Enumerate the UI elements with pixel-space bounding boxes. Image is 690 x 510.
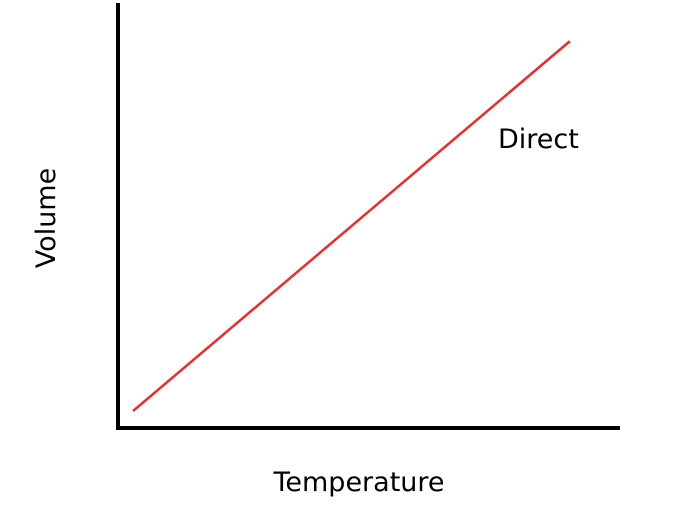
series-line-0 bbox=[132, 40, 571, 412]
series-layer bbox=[132, 40, 571, 412]
x-axis-label: Temperature bbox=[272, 467, 444, 498]
y-axis-label: Volume bbox=[31, 168, 62, 268]
annotation-direct: Direct bbox=[498, 124, 579, 155]
